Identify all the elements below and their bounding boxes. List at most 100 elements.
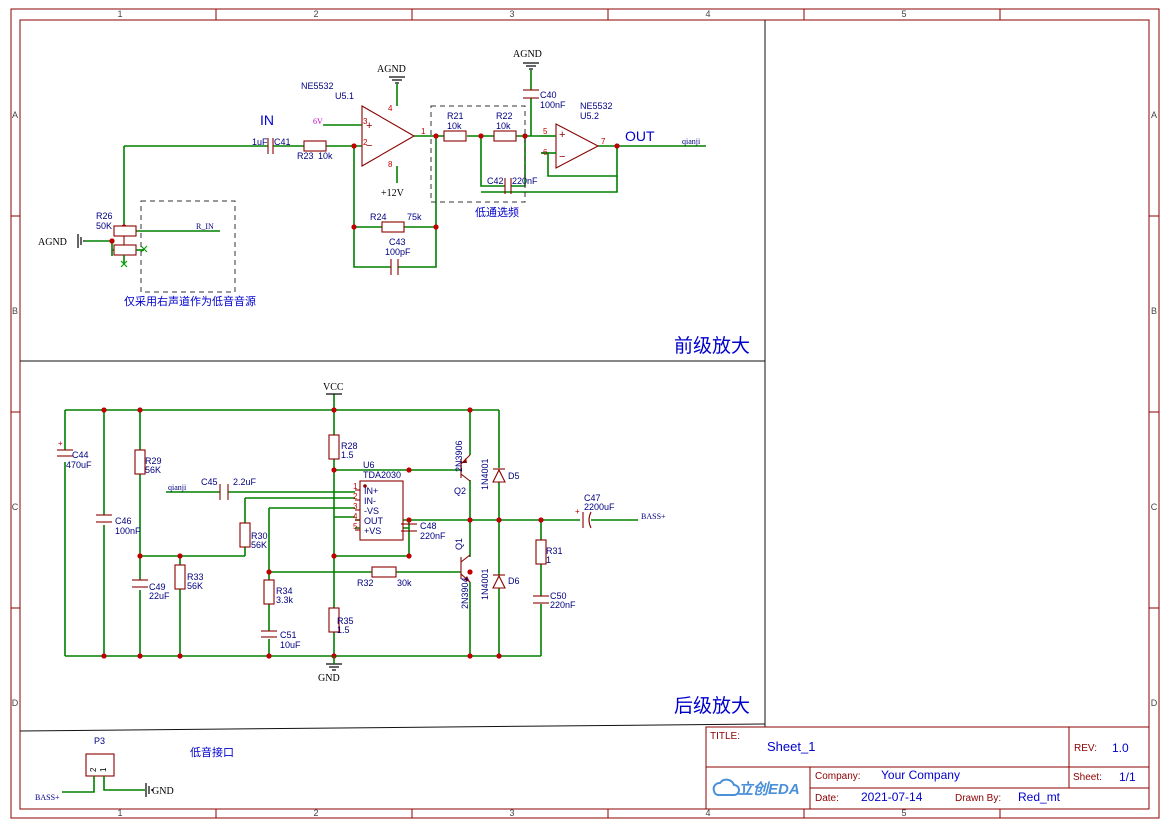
net-plus12v: +12V bbox=[381, 188, 405, 199]
col-label: 3 bbox=[509, 9, 514, 19]
r22-value: 10k bbox=[496, 121, 511, 131]
junctions bbox=[101, 407, 544, 659]
company-value: Your Company bbox=[881, 768, 960, 782]
row-label: D bbox=[12, 698, 19, 708]
col-label: 4 bbox=[705, 9, 710, 19]
c49-value: 22uF bbox=[149, 591, 170, 601]
r28-ref: R28 bbox=[341, 441, 358, 451]
gnd-label: GND bbox=[152, 786, 174, 797]
c50-value: 220nF bbox=[550, 600, 576, 610]
r28-value: 1.5 bbox=[341, 450, 354, 460]
c46-value: 100nF bbox=[115, 526, 141, 536]
r32-value: 30k bbox=[397, 578, 412, 588]
c45-value: 2.2uF bbox=[233, 477, 257, 487]
junction bbox=[433, 224, 439, 230]
r29-value: 56K bbox=[145, 465, 161, 475]
junction bbox=[433, 133, 439, 139]
sheet-value: 1/1 bbox=[1119, 770, 1136, 784]
r24-ref: R24 bbox=[370, 212, 387, 222]
r31-ref: R31 bbox=[546, 546, 563, 556]
row-label: C bbox=[12, 502, 19, 512]
svg-text:1: 1 bbox=[421, 127, 426, 136]
d6-ref: D6 bbox=[508, 576, 520, 586]
r23-ref: R23 bbox=[297, 151, 314, 161]
agnd-symbol: AGND bbox=[377, 64, 406, 84]
c41-ref: C41 bbox=[274, 137, 291, 147]
svg-text:+: + bbox=[58, 439, 63, 448]
c47-ref: C47 bbox=[584, 493, 601, 503]
agnd-label: AGND bbox=[38, 237, 67, 248]
d6-type: 1N4001 bbox=[480, 568, 490, 600]
c41-value: 1uF bbox=[252, 137, 268, 147]
power-amp-circuit: VCC GND + C44 470uF C46 100nF R29 56K bbox=[57, 382, 666, 684]
date-label: Date: bbox=[815, 793, 839, 804]
d5-type: 1N4001 bbox=[480, 458, 490, 490]
svg-text:6: 6 bbox=[543, 148, 548, 157]
preamp-circuit: 1uF C41 R23 10k + − NE5532 U5.1 3 2 1 4 … bbox=[38, 49, 706, 308]
col-label: 4 bbox=[705, 808, 710, 818]
r32-ref: R32 bbox=[357, 578, 374, 588]
transistor-q2: 2N3906 Q2 bbox=[454, 440, 471, 496]
resistor-r29: R29 56K bbox=[134, 449, 162, 475]
d5-ref: D5 bbox=[508, 471, 520, 481]
resistor-r28: R28 1.5 bbox=[328, 434, 358, 460]
u6-pin-num: 1 bbox=[353, 482, 358, 491]
c48-value: 220nF bbox=[420, 531, 446, 541]
net-6v: 6V bbox=[313, 117, 323, 126]
u6-type: TDA2030 bbox=[363, 470, 401, 480]
lowpass-group-box bbox=[430, 105, 526, 203]
c51-ref: C51 bbox=[280, 630, 297, 640]
c42-value: 220nF bbox=[512, 176, 538, 186]
col-label: 5 bbox=[901, 808, 906, 818]
lowpass-label: 低通选频 bbox=[475, 205, 519, 219]
sheet-frame: 1 2 3 4 5 1 2 3 4 5 A B C D A B C D bbox=[10, 8, 1160, 819]
capacitor-c41: 1uF C41 bbox=[252, 137, 291, 154]
r21-ref: R21 bbox=[447, 111, 464, 121]
vcc-symbol: VCC bbox=[323, 382, 344, 395]
u6-pin-name: IN- bbox=[364, 496, 376, 506]
right-channel-note: 仅采用右声道作为低音音源 bbox=[124, 294, 256, 308]
capacitor-c47: + C47 2200uF bbox=[575, 493, 615, 529]
capacitor-c40: C40 100nF bbox=[523, 89, 566, 110]
u5-1-type: NE5532 bbox=[301, 81, 334, 91]
q1-type: 2N3904 bbox=[460, 577, 470, 609]
capacitor-c48: C48 220nF bbox=[401, 521, 446, 541]
junction bbox=[109, 238, 115, 244]
company-label: Company: bbox=[815, 771, 861, 782]
u6-pin-num: 2 bbox=[353, 492, 358, 501]
r30-value: 56K bbox=[251, 540, 267, 550]
r30-ref: R30 bbox=[251, 531, 268, 541]
row-label: B bbox=[12, 306, 18, 316]
u6-pin-name: -VS bbox=[364, 506, 379, 516]
rev-label: REV: bbox=[1074, 743, 1097, 754]
u6-pin-name: IN+ bbox=[364, 486, 378, 496]
svg-text:+: + bbox=[575, 507, 580, 516]
u5-2-ref: U5.2 bbox=[580, 111, 599, 121]
resistor-r30: R30 56K bbox=[239, 522, 268, 550]
junction bbox=[522, 133, 528, 139]
net-bass-label: BASS+ bbox=[35, 793, 60, 802]
r21-value: 10k bbox=[447, 121, 462, 131]
svg-text:+: + bbox=[559, 129, 565, 141]
row-label: B bbox=[1151, 306, 1157, 316]
svg-text:3: 3 bbox=[363, 117, 368, 126]
p3-ref: P3 bbox=[94, 736, 105, 746]
junction bbox=[351, 143, 357, 149]
capacitor-c50: C50 220nF bbox=[533, 591, 576, 610]
u6-pin-num: 3 bbox=[353, 502, 358, 511]
resistor-r31: R31 1 bbox=[535, 539, 563, 565]
col-label: 1 bbox=[117, 9, 122, 19]
c45-ref: C45 bbox=[201, 477, 218, 487]
right-channel-group-box bbox=[140, 200, 236, 293]
gnd-label: GND bbox=[318, 673, 340, 684]
drawn-label: Drawn By: bbox=[955, 793, 1001, 804]
resistor-r35: R35 1.5 bbox=[328, 607, 354, 635]
u5-2-type: NE5532 bbox=[580, 101, 613, 111]
c40-value: 100nF bbox=[540, 100, 566, 110]
col-label: 2 bbox=[313, 9, 318, 19]
svg-text:5: 5 bbox=[543, 127, 548, 136]
junction bbox=[478, 133, 484, 139]
net-out-label: OUT bbox=[625, 128, 655, 144]
resistor-r32: R32 30k bbox=[357, 566, 412, 588]
row-label: C bbox=[1151, 502, 1158, 512]
